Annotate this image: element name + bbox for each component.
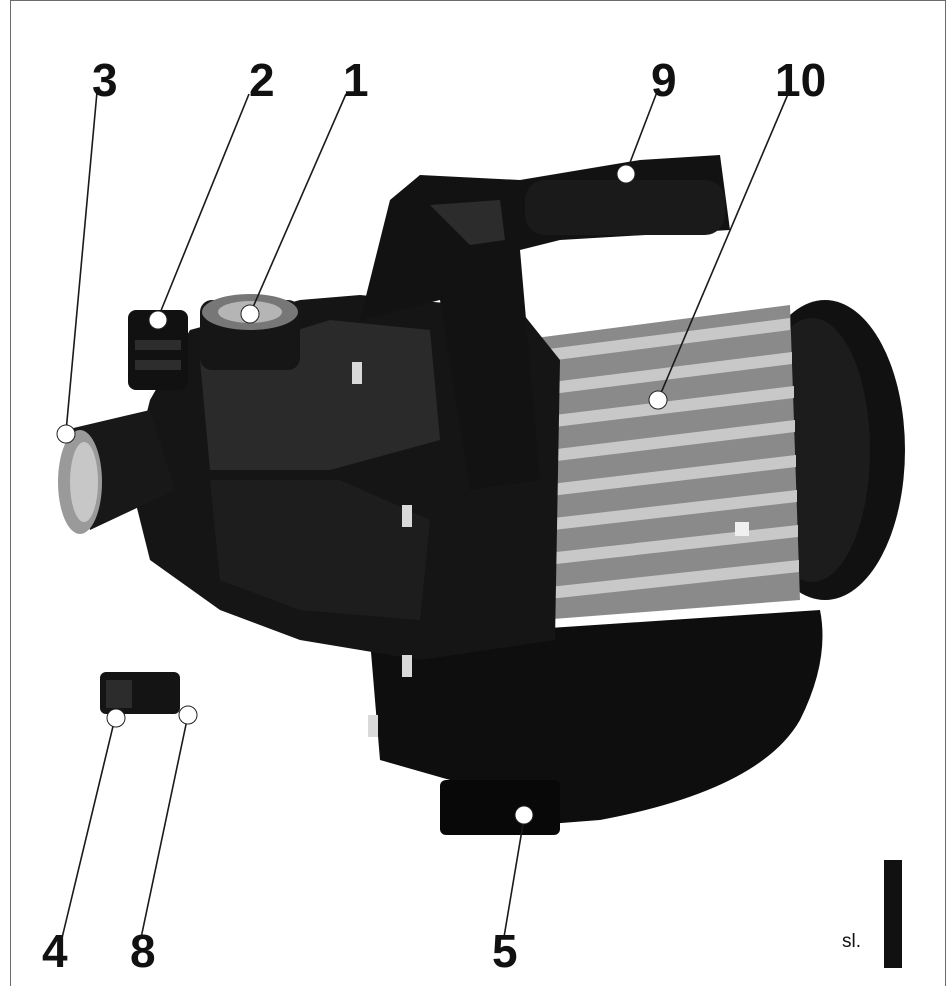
callout-1: 1 xyxy=(343,54,369,106)
figure-caption-number: 1 xyxy=(870,860,902,968)
leader-line-4 xyxy=(61,717,116,939)
figure-caption-prefix: sl. xyxy=(842,931,861,952)
motor-junction-screw xyxy=(735,522,749,536)
leader-line-10 xyxy=(657,93,789,401)
base-foot xyxy=(440,780,560,835)
callout-5: 5 xyxy=(492,925,518,977)
leader-line-2 xyxy=(157,93,250,319)
leader-line-9 xyxy=(625,91,658,174)
figure-frame xyxy=(10,0,946,986)
leader-line-5 xyxy=(503,817,525,938)
leader-line-3 xyxy=(65,91,98,433)
pump-base-plate xyxy=(370,610,823,830)
callout-8: 8 xyxy=(130,925,156,977)
callout-10: 10 xyxy=(775,54,827,106)
carry-handle xyxy=(360,155,730,490)
callout-2: 2 xyxy=(249,54,275,106)
figure-caption-number-text: 1 xyxy=(870,860,871,861)
housing-screws xyxy=(352,362,412,737)
leader-line-8 xyxy=(140,714,189,939)
callout-3: 3 xyxy=(92,54,118,106)
leader-line-1 xyxy=(249,93,347,315)
callout-dots xyxy=(56,164,668,825)
callout-4: 4 xyxy=(42,925,68,977)
callout-9: 9 xyxy=(651,54,677,106)
callout-leader-lines xyxy=(61,91,789,939)
